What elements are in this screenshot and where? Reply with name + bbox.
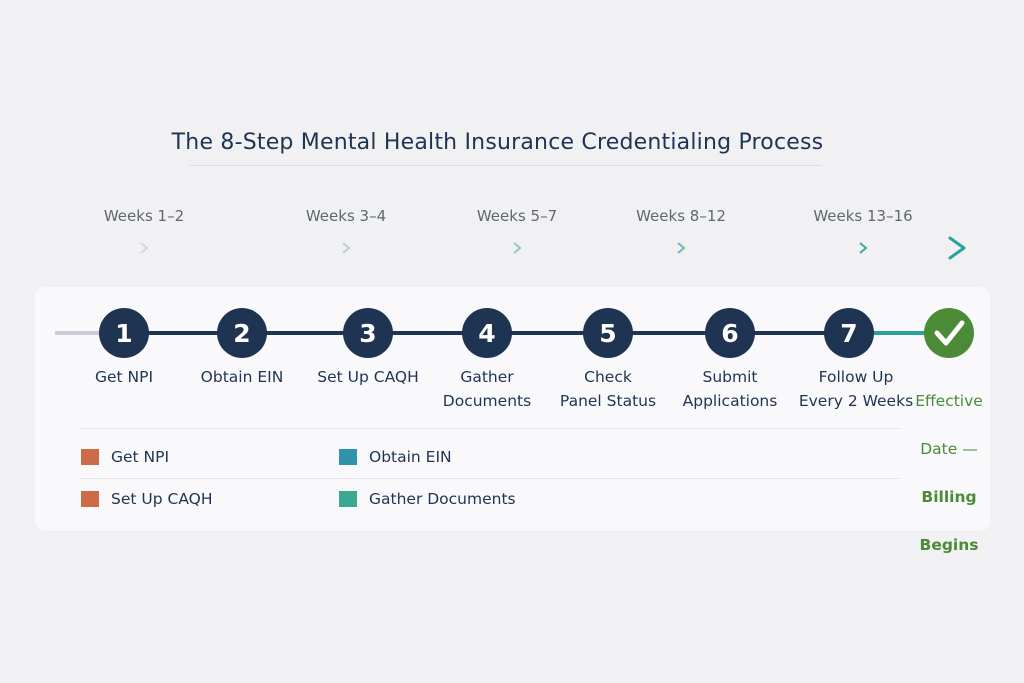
step-6-number: 6 [721, 319, 738, 348]
step-1-number: 1 [115, 319, 132, 348]
week-timeline-arrow [68, 236, 966, 260]
legend-label: Obtain EIN [369, 448, 452, 466]
step-6-marker: 6 [705, 308, 755, 358]
legend-label: Gather Documents [369, 490, 516, 508]
timeline-tick-icon [859, 242, 868, 254]
week-label-2: Weeks 3–4 [305, 207, 387, 225]
legend-item-gather-documents: Gather Documents [339, 490, 516, 508]
step-2-marker: 2 [217, 308, 267, 358]
final-step-line-1: Effective [915, 392, 983, 410]
week-label-1: Weeks 1–2 [103, 207, 185, 225]
step-5-label: Check Panel Status [559, 368, 657, 410]
step-7-marker: 7 [824, 308, 874, 358]
final-step-line-4: Begins [919, 536, 979, 554]
step-3-label: Set Up CAQH [317, 368, 419, 386]
timeline-tick-icon [140, 242, 149, 254]
legend-divider-top [80, 428, 900, 429]
legend-item-obtain-ein: Obtain EIN [339, 448, 452, 466]
legend-swatch [81, 491, 99, 507]
timeline-tick-icon [342, 242, 351, 254]
step-5-marker: 5 [583, 308, 633, 358]
checkmark-icon [934, 320, 965, 346]
step-4-label: Gather Documents [442, 368, 532, 410]
step-7-label: Follow Up Every 2 Weeks [798, 368, 914, 410]
step-7-number: 7 [840, 319, 857, 348]
step-5-number: 5 [599, 319, 616, 348]
legend-item-get-npi: Get NPI [81, 448, 169, 466]
timeline-tick-icon [513, 242, 522, 254]
step-3-number: 3 [359, 319, 376, 348]
legend-label: Set Up CAQH [111, 490, 213, 508]
legend-divider-middle [80, 478, 900, 479]
legend-label: Get NPI [111, 448, 170, 466]
step-6-label: Submit Applications [682, 368, 778, 410]
step-2-label: Obtain EIN [200, 368, 284, 386]
page-title: The 8-Step Mental Health Insurance Crede… [171, 130, 824, 155]
final-step-label: Effective Date — Billing Begins [904, 365, 994, 581]
step-1-label: Get NPI [94, 368, 154, 386]
legend-item-set-up-caqh: Set Up CAQH [81, 490, 213, 508]
step-1-marker: 1 [99, 308, 149, 358]
step-4-number: 4 [478, 319, 495, 348]
week-label-4: Weeks 8–12 [636, 207, 726, 225]
legend-swatch [339, 449, 357, 465]
final-step-line-2: Date — [920, 440, 978, 458]
timeline-arrowhead-icon [948, 236, 966, 260]
legend-swatch [339, 491, 357, 507]
step-2-number: 2 [233, 319, 250, 348]
week-label-5: Weeks 13–16 [813, 207, 913, 225]
step-3-marker: 3 [343, 308, 393, 358]
title-divider [190, 165, 822, 166]
timeline-tick-icon [677, 242, 686, 254]
steps-track: 1 2 3 4 5 6 7 [55, 308, 974, 358]
step-4-marker: 4 [462, 308, 512, 358]
week-label-3: Weeks 5–7 [476, 207, 558, 225]
legend-swatch [81, 449, 99, 465]
final-step-marker [924, 308, 974, 358]
final-step-line-3: Billing [921, 488, 977, 506]
